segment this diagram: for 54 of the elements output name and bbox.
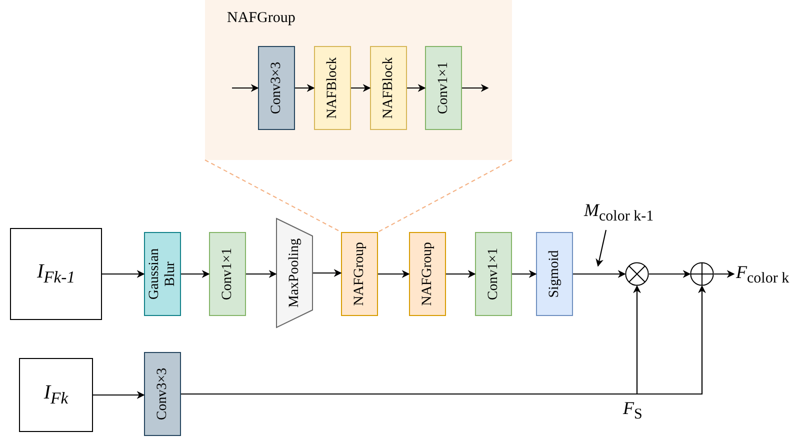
naf-block [314,46,351,130]
block-label: Conv1×1 [485,246,502,302]
arrow [446,270,476,278]
zoom-guide-line [204,160,342,232]
block-label: NAFBlock [380,56,396,121]
arrow [313,269,342,277]
naf-group-block [409,232,446,316]
panel-title: NAFGroup [227,10,296,27]
block-label: Gaussian Blur [146,247,178,302]
input-box [19,358,93,432]
math-label: F$_{color k}$ [736,262,790,288]
arrow [351,84,371,92]
naf-group-block [341,232,378,316]
sigmoid-block [536,232,573,316]
arrow [714,270,735,278]
arrow [102,270,145,278]
naf-block [370,46,407,130]
multiply-operator [625,262,649,286]
input-label: I$_{Fk}$ [44,382,68,408]
block-label: NAFBlock [324,56,340,121]
conv-block [475,232,512,316]
arrow [512,270,537,278]
arrow [181,270,210,278]
block-label: NAFGroup [351,241,368,308]
zoom-guide-line [378,160,512,232]
block-label: NAFGroup [419,241,436,308]
conv-block [144,352,181,436]
input-box [10,228,102,320]
arrow [649,270,691,278]
conv-block [209,232,246,316]
add-operator [690,262,714,286]
arrow [573,270,626,278]
arrow [246,270,277,278]
conv-block [425,46,462,130]
arrow [232,84,259,92]
leader-line [596,230,607,267]
block-label: Conv1×1 [435,60,452,116]
feature-label: F$_{S}$ [623,398,642,424]
block-label: MaxPooling [286,237,302,310]
math-label: M$_{color k-1}$ [584,200,654,226]
arrow [93,391,145,399]
input-label: I$_{Fk-1}$ [36,260,76,288]
arrow [462,84,489,92]
pooling-trapezoid [276,218,313,328]
zoom-panel [205,0,512,160]
blur-block [144,232,181,316]
arrow [295,84,315,92]
block-label: Conv1×1 [219,246,236,302]
arrow [378,270,410,278]
block-label: Sigmoid [546,249,562,300]
arrow [407,84,426,92]
conv-block [258,46,295,130]
block-label: Conv3×3 [154,366,170,422]
block-label: Conv3×3 [268,60,284,116]
